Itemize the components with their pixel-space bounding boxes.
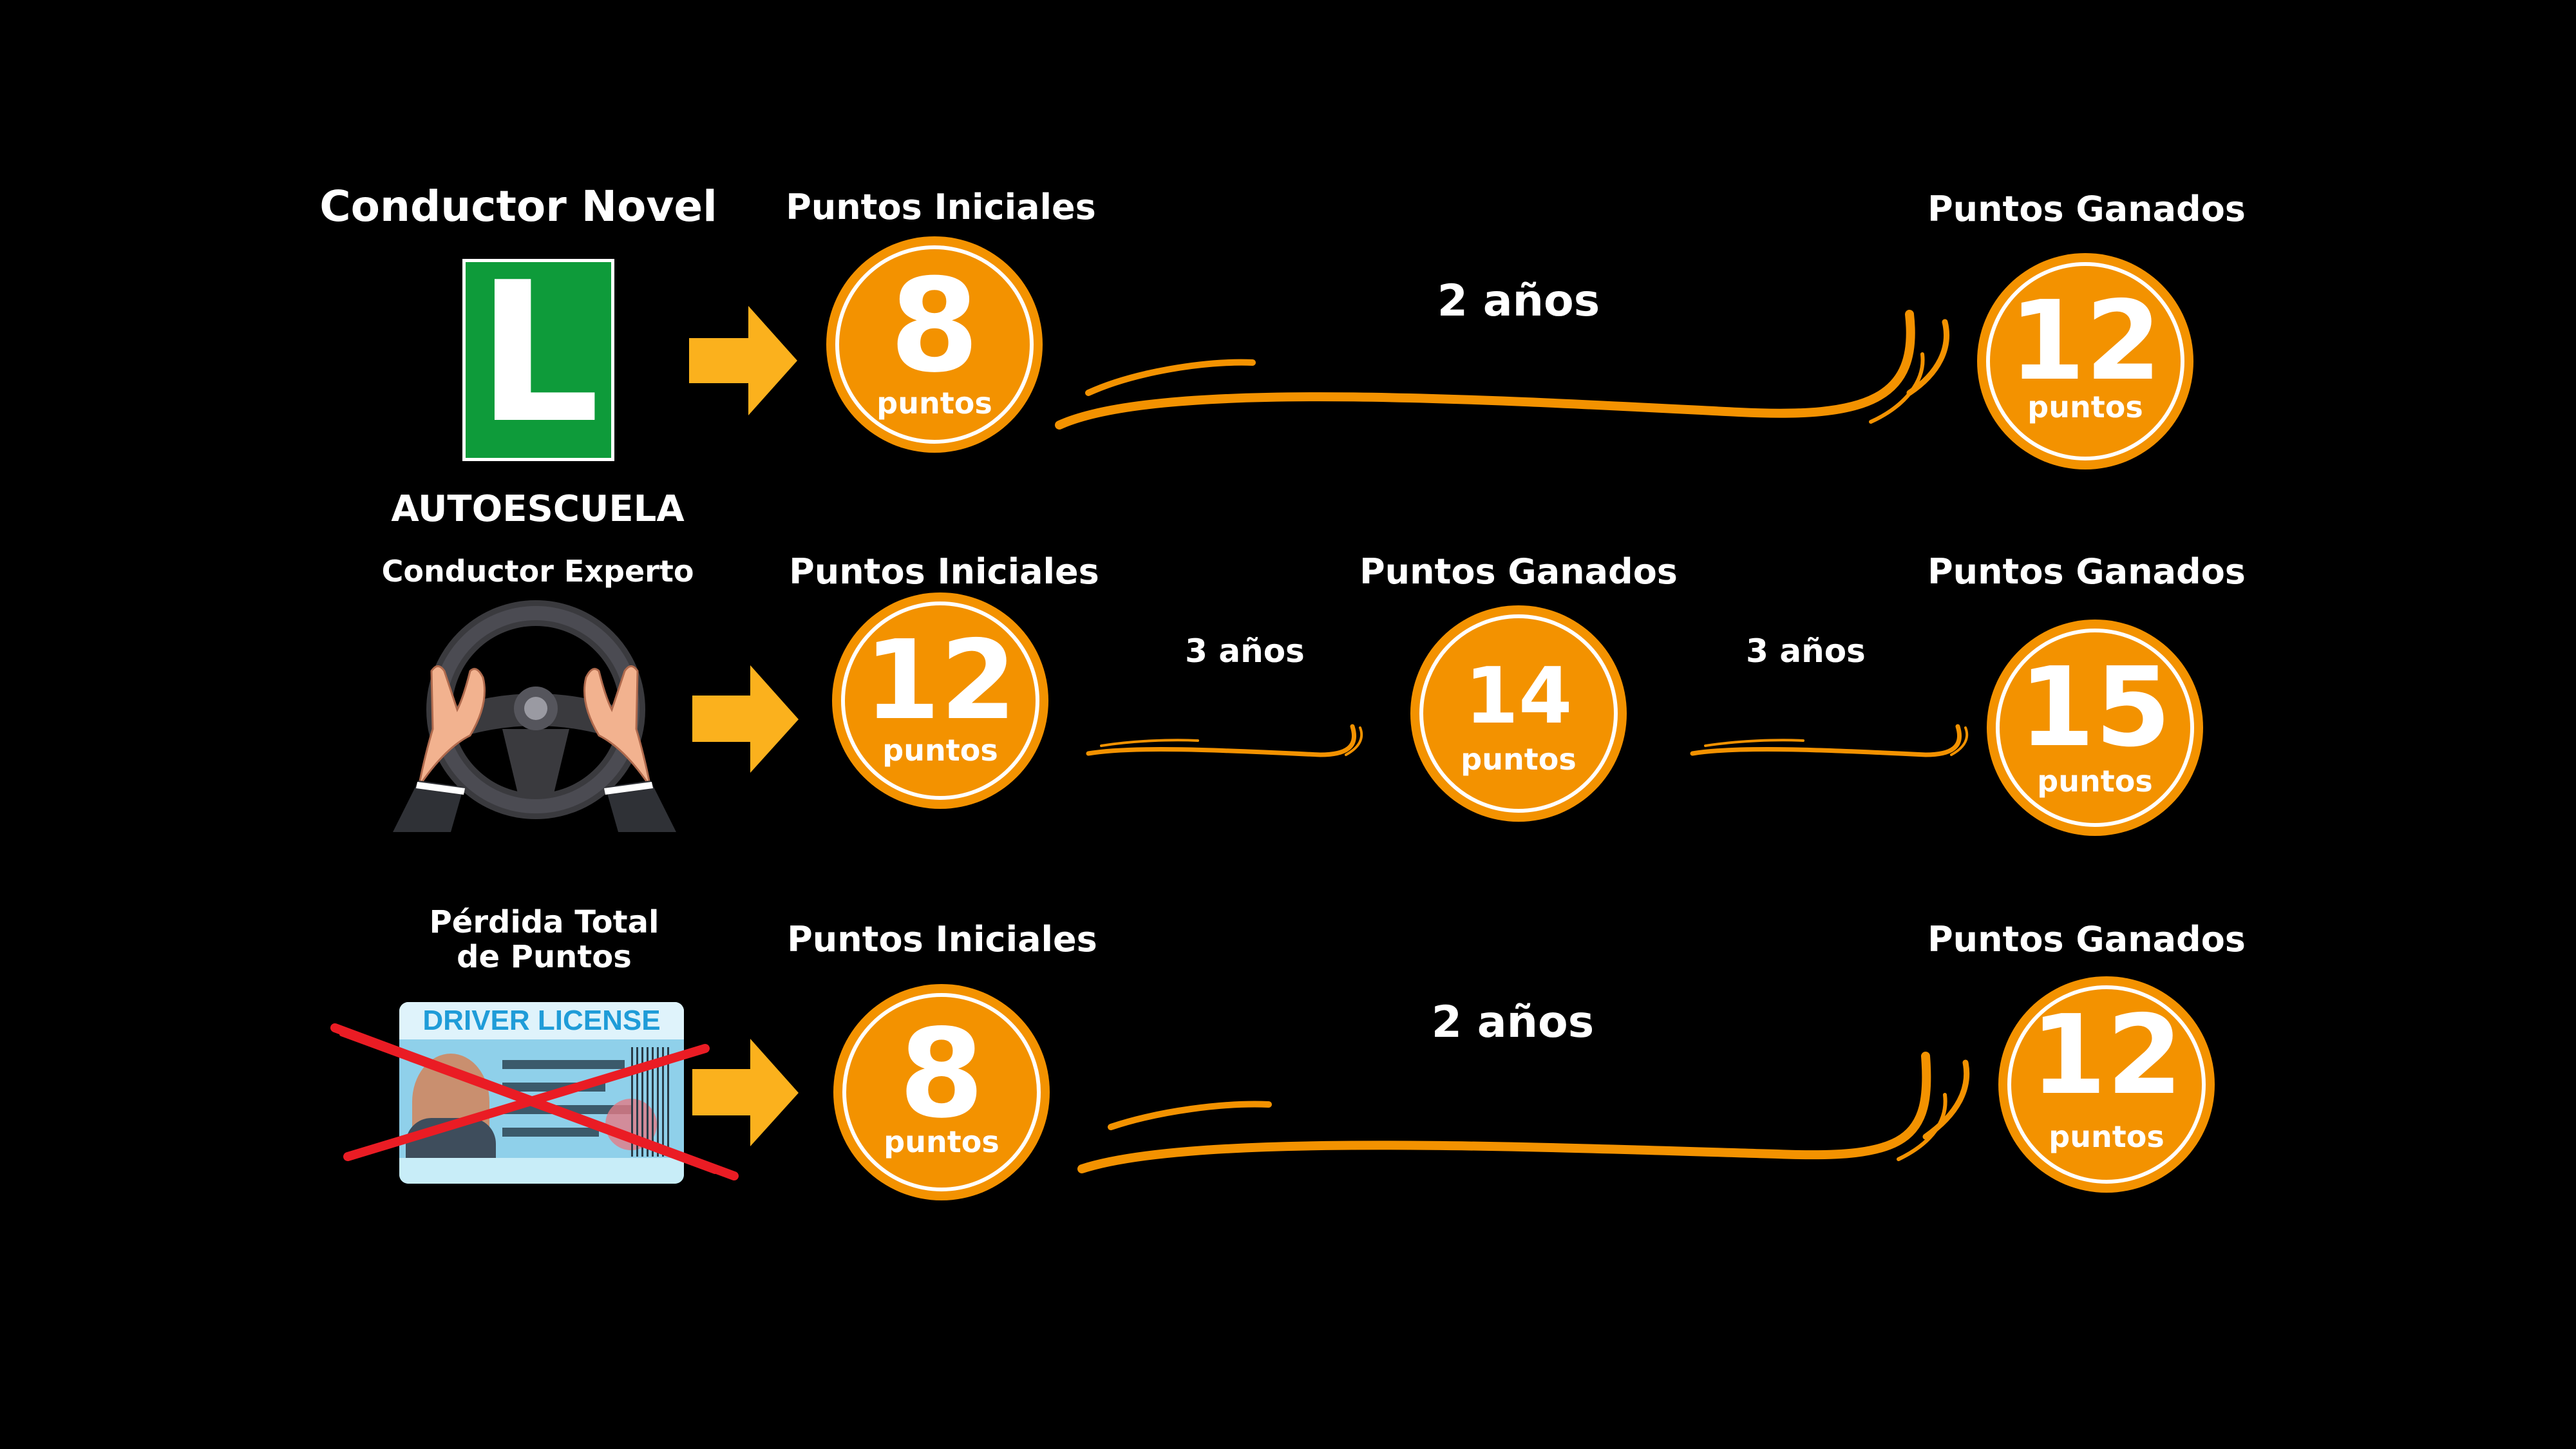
row1-duration: 2 años [1437, 276, 1600, 327]
swoosh-row1 [1055, 310, 1915, 430]
row3-end-value: 12 [2030, 992, 2183, 1119]
row3-end-badge: 12 puntos [1998, 976, 2215, 1193]
row3-title-line2: de Puntos [457, 939, 632, 975]
row2-mid-value: 14 [1464, 652, 1573, 741]
row2-title: Conductor Experto [381, 554, 694, 589]
row2-end-header: Puntos Ganados [1927, 551, 2246, 592]
row1-start-badge: 8 puntos [826, 236, 1043, 453]
row3-start-unit: puntos [884, 1124, 999, 1159]
row1-start-value: 8 [889, 251, 980, 401]
learner-plate-icon: L [462, 241, 614, 466]
row2-start-badge: 12 puntos [832, 592, 1048, 809]
row1-end-value: 12 [2009, 278, 2162, 405]
plate-letter: L [477, 241, 600, 466]
row2-start-header: Puntos Iniciales [789, 551, 1099, 592]
row1-footer: AUTOESCUELA [391, 488, 685, 530]
row2-mid-unit: puntos [1461, 742, 1577, 777]
row2-duration-2: 3 años [1746, 632, 1866, 670]
row1-start-unit: puntos [876, 386, 992, 421]
row2-start-value: 12 [864, 617, 1017, 744]
row3-start-badge: 8 puntos [833, 984, 1050, 1200]
row3-start-value: 8 [898, 1003, 985, 1145]
swoosh-row3 [1077, 1052, 1931, 1173]
row2-end-value: 15 [2018, 644, 2172, 772]
row2-mid-badge: 14 puntos [1410, 605, 1627, 822]
row1-title: Conductor Novel [319, 182, 717, 231]
row1-start-header: Puntos Iniciales [786, 187, 1096, 227]
license-header: DRIVER LICENSE [399, 1002, 684, 1039]
row2-start-unit: puntos [882, 733, 998, 768]
row1-end-header: Puntos Ganados [1927, 189, 2246, 229]
row2-duration-1: 3 años [1185, 632, 1305, 670]
row2-end-unit: puntos [2037, 764, 2153, 799]
row3-end-unit: puntos [2049, 1119, 2164, 1154]
row3-duration: 2 años [1431, 997, 1595, 1048]
row1-end-badge: 12 puntos [1977, 253, 2193, 469]
crossed-driver-license-icon: DRIVER LICENSE [399, 1002, 684, 1184]
row3-start-header: Puntos Iniciales [787, 919, 1097, 960]
row3-title-line1: Pérdida Total [429, 904, 659, 940]
row1-end-unit: puntos [2027, 390, 2143, 424]
row2-mid-header: Puntos Ganados [1359, 551, 1678, 592]
swoosh-row2b [1690, 724, 1962, 757]
steering-wheel-icon [393, 600, 676, 832]
row3-end-header: Puntos Ganados [1927, 919, 2246, 960]
row2-end-badge: 15 puntos [1987, 620, 2203, 836]
swoosh-row2a [1086, 724, 1356, 757]
